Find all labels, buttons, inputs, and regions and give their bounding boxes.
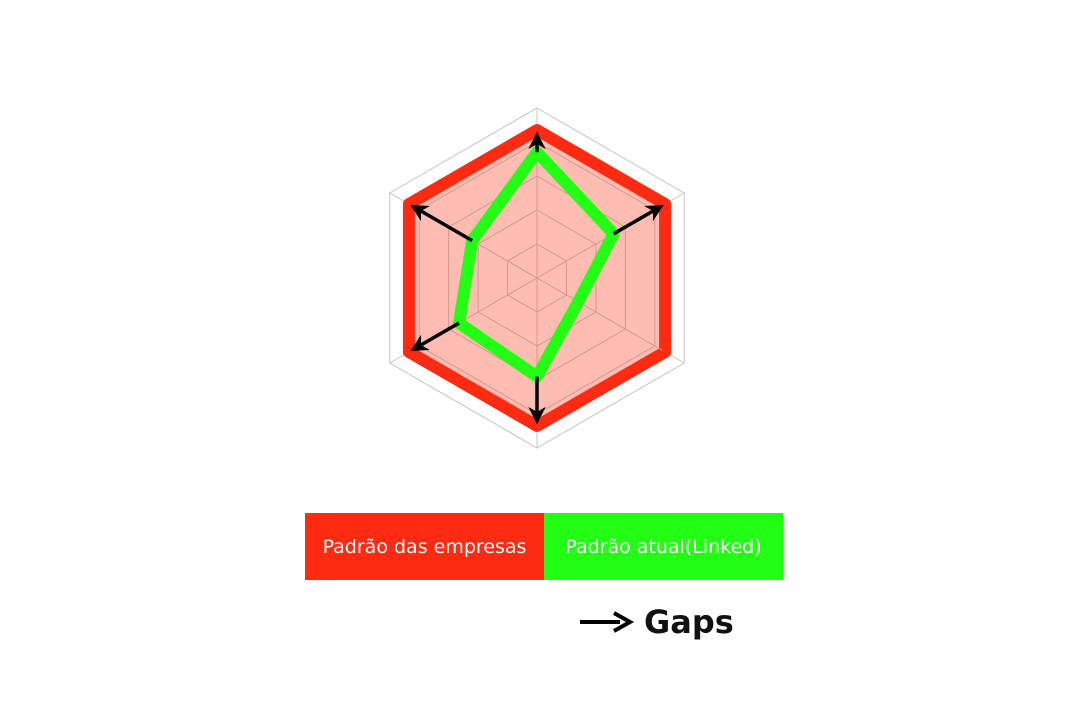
radar-chart (389, 107, 685, 449)
gaps-label: Gaps (644, 603, 734, 641)
legend-item-padrao-atual: Padrão atual(Linked) (544, 513, 783, 580)
gap-arrow (410, 321, 460, 352)
legend-item-padrao-empresas: Padrão das empresas (305, 513, 544, 580)
gap-arrow (410, 204, 474, 243)
gap-arrow (612, 204, 664, 236)
arrow-right-icon (580, 611, 635, 633)
legend: Padrão das empresas Padrão atual(Linked) (305, 513, 783, 580)
gaps-annotation: Gaps (578, 598, 734, 646)
grid-spoke-overlay (536, 277, 663, 351)
